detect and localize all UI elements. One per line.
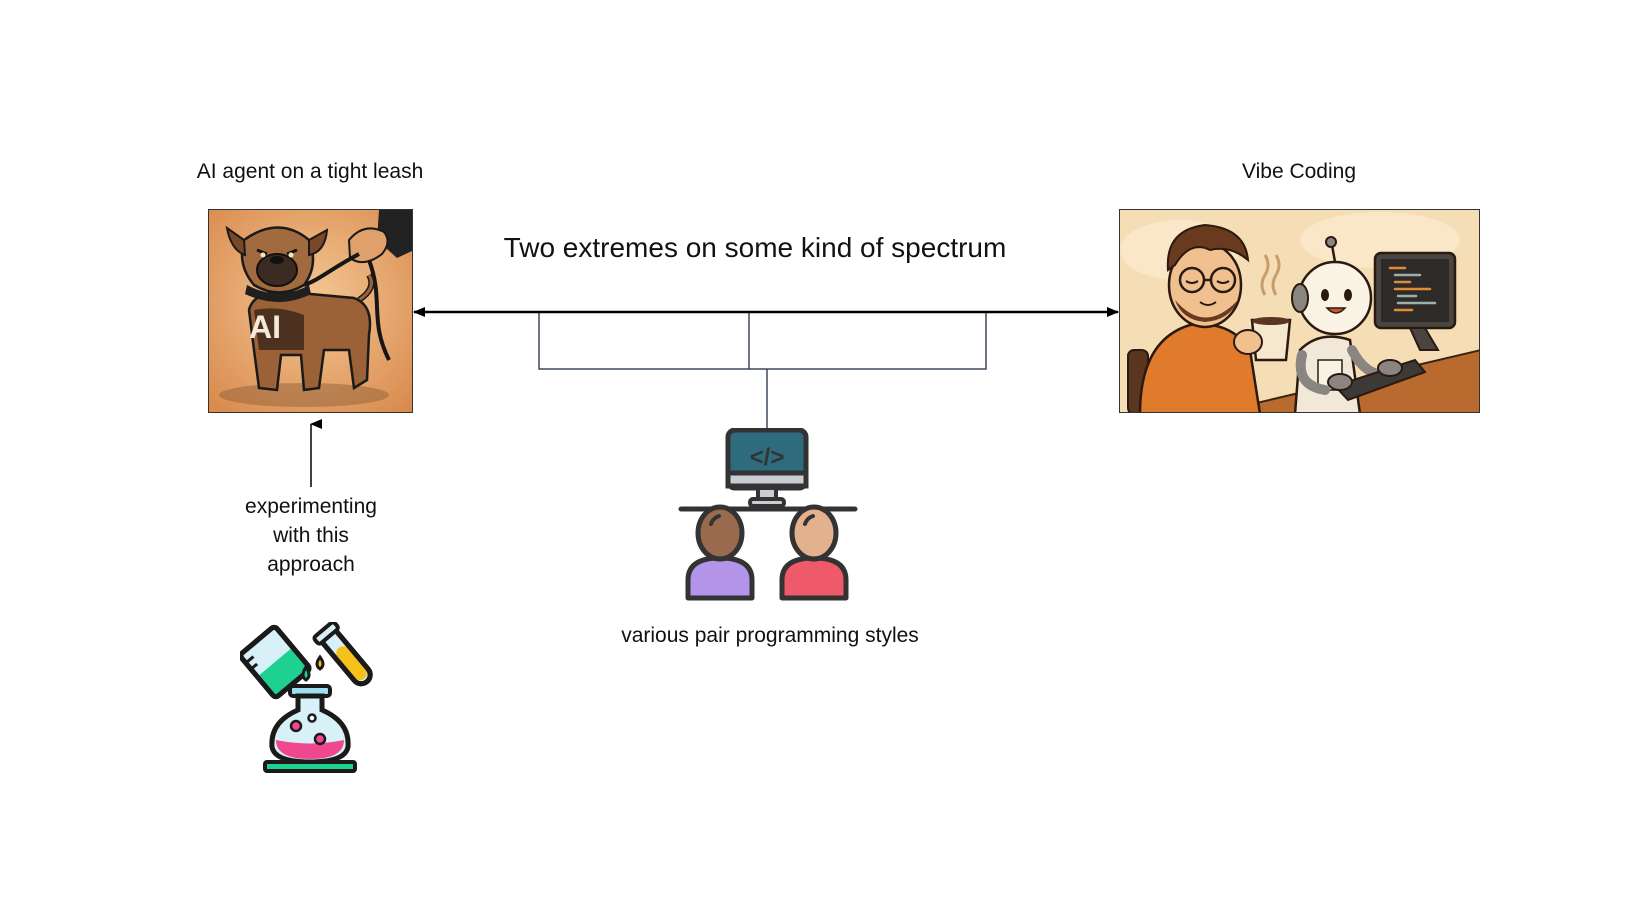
spectrum-title: Two extremes on some kind of spectrum — [503, 232, 1007, 263]
code-glyph: </> — [750, 444, 785, 471]
pair-programming-icon: </> — [678, 427, 858, 603]
ai-chest-text: AI — [249, 309, 281, 345]
chemistry-lab-icon — [238, 620, 385, 774]
pair-programming-bracket — [538, 313, 987, 430]
vibe-coding-image — [1119, 209, 1480, 413]
right-extreme-label: Vibe Coding — [1241, 160, 1357, 183]
dog-on-leash-image: AI — [208, 209, 413, 413]
vibe-coding-illustration — [1120, 210, 1479, 412]
bulldog-illustration: AI — [209, 210, 412, 412]
left-extreme-label: AI agent on a tight leash — [196, 160, 424, 183]
experiment-caption: experimenting with this approach — [211, 492, 411, 579]
experiment-line-3: approach — [267, 553, 355, 576]
experiment-line-1: experimenting — [245, 495, 377, 518]
experiment-line-2: with this — [273, 524, 349, 547]
pair-programming-label: various pair programming styles — [621, 624, 919, 647]
